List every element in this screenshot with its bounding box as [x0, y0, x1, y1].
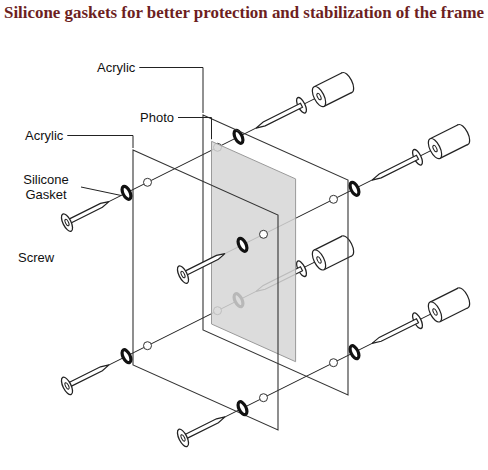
acrylic-panel: [203, 115, 348, 395]
standoff-edge: [314, 73, 342, 87]
screw-shank: [256, 103, 303, 128]
silicone-gasket: [236, 400, 249, 416]
part-label: Acrylic: [97, 60, 135, 75]
standoff-edge: [440, 308, 468, 322]
silicone-gasket: [120, 348, 133, 364]
screw-head: [59, 376, 75, 397]
screw-head: [175, 428, 191, 449]
standoff-face: [426, 300, 445, 324]
panel-hole: [144, 178, 152, 186]
standoff-face: [426, 137, 445, 161]
screw-slot: [180, 434, 186, 442]
part-label: Photo: [140, 110, 174, 125]
title: Silicone gaskets for better protection a…: [4, 3, 484, 23]
panel-hole: [330, 195, 338, 203]
standoff-edge: [440, 144, 468, 158]
screw-shank: [66, 202, 109, 225]
standoff-hole: [316, 93, 322, 101]
standoff-face: [310, 248, 329, 272]
part-label: Acrylic: [25, 128, 63, 143]
screw-shank: [372, 319, 419, 344]
panel-hole: [260, 394, 268, 402]
screw-shank: [182, 417, 225, 440]
standoff-edge: [430, 125, 458, 139]
screw-slot: [180, 271, 186, 279]
standoff-edge: [430, 288, 458, 302]
screw-head: [59, 212, 75, 233]
standoff-edge: [324, 92, 352, 106]
screw-slot: [64, 219, 70, 227]
panel-hole: [330, 359, 338, 367]
standoff-face: [310, 85, 329, 109]
screw-shank: [372, 155, 419, 180]
leader-line: [178, 118, 212, 140]
silicone-gasket: [348, 344, 361, 360]
leader-line: [67, 136, 133, 149]
part-label: Silicone Gasket: [14, 172, 78, 202]
standoff-hole: [432, 308, 438, 316]
standoff-edge: [314, 236, 342, 250]
standoff-hole: [432, 145, 438, 153]
leader-line: [81, 187, 121, 195]
part-label: Screw: [18, 250, 54, 265]
screw-slot: [64, 382, 70, 390]
screw-shank: [182, 254, 225, 277]
panel-hole: [260, 230, 268, 238]
silicone-gasket: [348, 181, 361, 197]
screw-shank: [66, 365, 109, 388]
standoff-hole: [316, 256, 322, 264]
screw-head: [175, 264, 191, 285]
photo-sheet: [212, 141, 296, 361]
leader-line: [139, 68, 203, 114]
silicone-gasket: [120, 185, 133, 201]
panel-hole: [144, 342, 152, 350]
acrylic-panel: [133, 150, 278, 430]
silicone-gasket: [236, 237, 249, 253]
